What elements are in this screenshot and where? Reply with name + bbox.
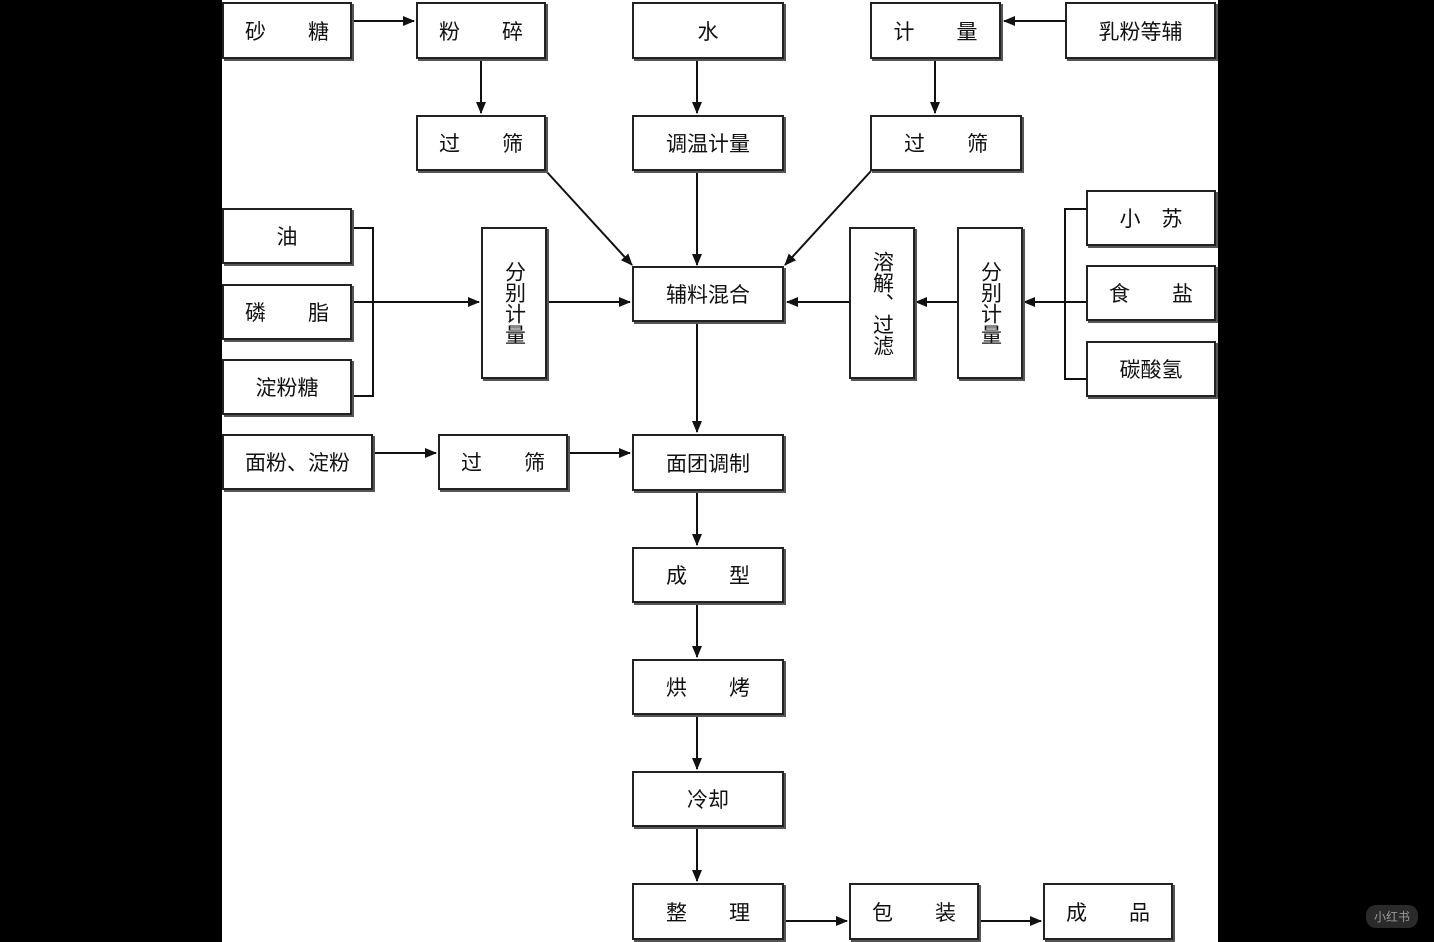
node-temp-measure: 调温计量 bbox=[632, 115, 784, 171]
node-milk-powder: 乳粉等辅 bbox=[1065, 2, 1216, 59]
node-water: 水 bbox=[632, 2, 784, 59]
node-forming: 成 型 bbox=[632, 547, 784, 603]
node-sugar: 砂 糖 bbox=[222, 2, 352, 59]
node-dough: 面团调制 bbox=[632, 434, 784, 491]
node-lecithin: 磷 脂 bbox=[222, 284, 352, 340]
bracket-right bbox=[1064, 208, 1086, 380]
node-packaging: 包 装 bbox=[849, 883, 979, 940]
arrow-sieve-mix-right bbox=[784, 170, 872, 266]
node-cooling: 冷却 bbox=[632, 771, 784, 827]
node-bicarbonate: 碳酸氢 bbox=[1086, 341, 1216, 397]
node-aux-mix: 辅料混合 bbox=[632, 266, 784, 322]
node-sieve-flour: 过 筛 bbox=[438, 434, 568, 490]
bracket-left bbox=[352, 227, 374, 397]
node-separate-measure-left: 分别计量 bbox=[481, 227, 547, 379]
node-sieve-right: 过 筛 bbox=[870, 115, 1022, 171]
node-product: 成 品 bbox=[1043, 883, 1173, 940]
node-sieve-left: 过 筛 bbox=[416, 115, 546, 171]
node-crush: 粉 碎 bbox=[416, 2, 546, 59]
watermark: 小红书 bbox=[1365, 905, 1418, 928]
node-sorting: 整 理 bbox=[632, 883, 784, 940]
node-dissolve-filter: 溶解、过滤 bbox=[849, 227, 915, 379]
node-soda: 小 苏 bbox=[1086, 190, 1216, 246]
node-flour-starch: 面粉、淀粉 bbox=[222, 434, 373, 490]
node-starch-syrup: 淀粉糖 bbox=[222, 359, 352, 415]
node-salt: 食 盐 bbox=[1086, 265, 1216, 321]
arrow-sieve-mix-left bbox=[545, 170, 633, 266]
node-measure-top: 计 量 bbox=[870, 2, 1001, 59]
node-baking: 烘 烤 bbox=[632, 659, 784, 715]
node-oil: 油 bbox=[222, 208, 352, 264]
node-separate-measure-right: 分别计量 bbox=[957, 227, 1023, 379]
